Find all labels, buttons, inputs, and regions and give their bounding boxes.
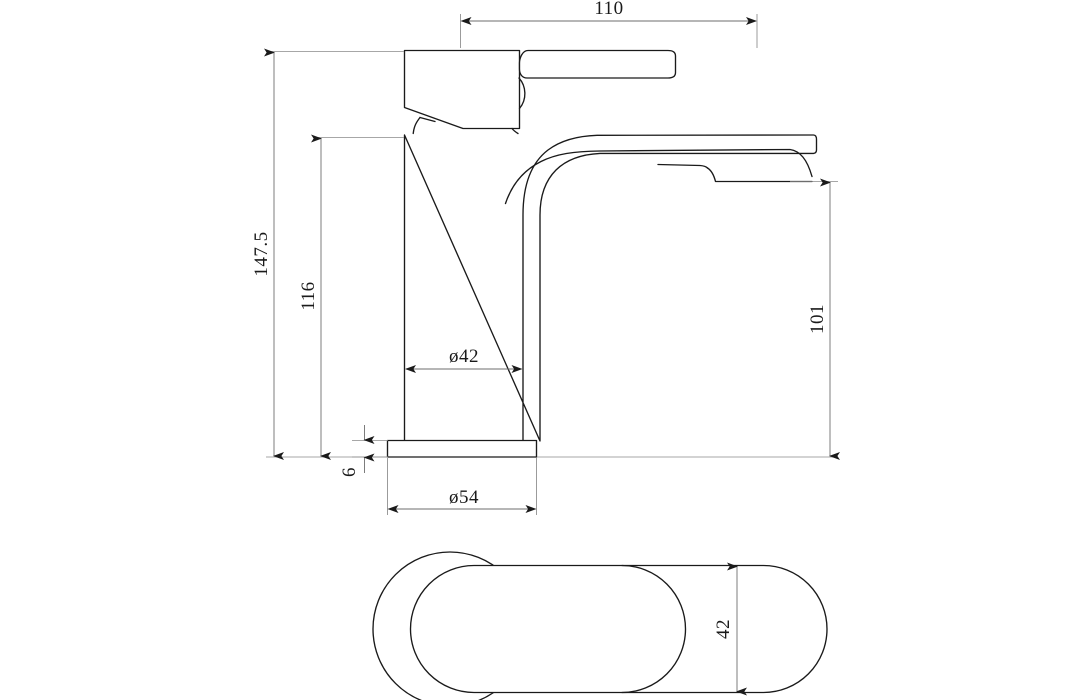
handle-right-fillet xyxy=(511,127,519,135)
dimension-dia-42: ø42 xyxy=(405,346,523,373)
dimension-110-label: 110 xyxy=(594,0,623,19)
dimension-6-label: 6 xyxy=(339,467,360,477)
dimension-6: 6 xyxy=(339,425,388,477)
plan-body-spout-outline xyxy=(409,564,828,694)
dimension-dia-42-label: ø42 xyxy=(449,346,479,367)
dimension-147-5-label: 147.5 xyxy=(251,231,272,276)
dimension-147-5: 147.5 xyxy=(251,48,404,460)
dimension-dia-54: ø54 xyxy=(387,458,537,515)
handle-left-ledge xyxy=(419,116,436,123)
handle-recess-arc xyxy=(518,77,526,110)
base-plate xyxy=(386,439,538,458)
spout-nose-break-line xyxy=(657,163,709,169)
handle-left-fillet xyxy=(412,116,421,135)
body-spout-outline xyxy=(403,134,818,442)
lever-handle-assembly xyxy=(403,49,677,135)
front-elevation-view xyxy=(386,49,818,458)
dimension-116: 116 xyxy=(298,134,404,460)
handle-knob-body xyxy=(403,49,521,130)
dimension-101: 101 xyxy=(537,178,840,460)
dimension-plan-42-label: 42 xyxy=(713,619,734,639)
dimension-110: 110 xyxy=(460,0,758,48)
plan-body-boundary-arc xyxy=(621,564,687,694)
top-plan-view: 42 xyxy=(372,551,828,700)
spout-inner-upper-profile xyxy=(504,148,813,205)
base-plate-rect xyxy=(386,439,538,458)
dimension-101-label: 101 xyxy=(807,304,828,334)
dimension-plan-42: 42 xyxy=(713,562,747,696)
dimension-group-front: 110 147.5 116 6 xyxy=(251,0,840,515)
lever-arm xyxy=(518,49,677,79)
dimension-dia-54-label: ø54 xyxy=(449,487,479,508)
spout-detail-lines xyxy=(504,148,813,205)
tap-body-and-spout xyxy=(403,134,818,442)
spout-aerator-underside xyxy=(706,167,813,183)
dimension-116-label: 116 xyxy=(298,281,319,310)
